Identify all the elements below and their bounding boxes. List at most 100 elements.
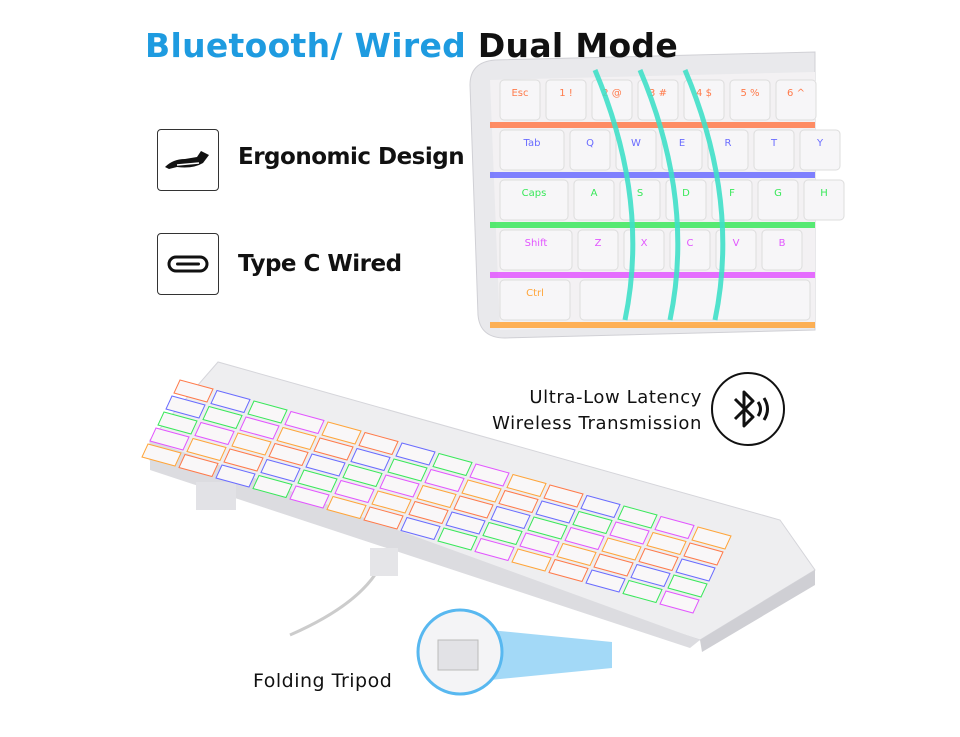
keycap xyxy=(573,179,615,221)
keycap xyxy=(186,437,227,462)
backlight-strip xyxy=(490,322,815,328)
keycap xyxy=(379,474,420,498)
keycap xyxy=(424,468,465,493)
keycap xyxy=(400,516,441,541)
keycap xyxy=(499,279,571,321)
keyboard-foot xyxy=(196,482,236,510)
keycap xyxy=(350,447,391,472)
keycap xyxy=(334,479,375,504)
keycap xyxy=(313,437,354,461)
keycap xyxy=(268,442,309,467)
keycap xyxy=(252,474,293,499)
keycap xyxy=(469,463,510,487)
keycap xyxy=(141,443,182,467)
headline-blue: Bluetooth/ Wired xyxy=(145,26,467,65)
feature-label-type-c: Type C Wired xyxy=(238,251,402,277)
keycap xyxy=(579,279,811,321)
keycap xyxy=(543,484,584,508)
keycap xyxy=(276,426,317,451)
keycap xyxy=(416,484,457,509)
backlight-strip xyxy=(490,222,815,228)
keycap xyxy=(661,129,703,171)
keycap xyxy=(223,448,264,472)
keycap xyxy=(799,129,841,171)
keycap xyxy=(577,229,619,271)
keycap-legend: 5 % xyxy=(740,88,759,99)
keycap xyxy=(617,505,658,529)
keycap xyxy=(321,421,362,445)
keycap xyxy=(326,495,367,520)
keycap xyxy=(260,458,301,483)
wireless-wave xyxy=(592,69,636,321)
keycap xyxy=(601,537,642,561)
keycap xyxy=(437,527,478,551)
keycap xyxy=(408,500,449,525)
keycap xyxy=(247,400,288,424)
keycap xyxy=(675,558,716,582)
keycap xyxy=(482,521,523,546)
keycap-legend: C xyxy=(687,238,694,249)
keycap-legend: G xyxy=(774,188,782,199)
keycap xyxy=(545,79,587,121)
keycap-legend: Y xyxy=(816,138,824,149)
keycap xyxy=(284,410,325,435)
keycap xyxy=(231,432,272,456)
keycap xyxy=(490,505,531,530)
keycap-legend: Z xyxy=(595,238,602,249)
keycap xyxy=(453,495,494,519)
keycap xyxy=(519,532,560,556)
keycap xyxy=(757,179,799,221)
keycap xyxy=(202,405,243,430)
keycap xyxy=(593,553,634,577)
keycap-legend: Tab xyxy=(523,138,541,149)
keycap xyxy=(432,452,473,477)
keycap-legend: X xyxy=(641,238,648,249)
keycap xyxy=(775,79,817,121)
keycap-legend: 4 $ xyxy=(696,88,712,99)
keycap xyxy=(638,547,679,572)
wireless-wave xyxy=(637,69,681,321)
keycap-legend: D xyxy=(682,188,690,199)
keycap xyxy=(371,490,412,514)
keycap xyxy=(149,427,190,451)
keycap xyxy=(194,421,235,446)
keycap xyxy=(715,229,757,271)
wireless-line-2: Wireless Transmission xyxy=(492,413,702,434)
keycap xyxy=(461,479,502,503)
keycap-legend: S xyxy=(637,188,643,199)
keycap xyxy=(569,129,611,171)
headline-black: Dual Mode xyxy=(477,26,679,65)
keycap-legend: A xyxy=(591,188,598,199)
keycap-legend: 6 ^ xyxy=(787,88,805,99)
keycap xyxy=(667,574,708,598)
keycap xyxy=(622,579,663,604)
keycap xyxy=(363,506,404,530)
keycap xyxy=(683,542,724,566)
keycap xyxy=(157,411,198,435)
keycap xyxy=(499,129,565,171)
keycap xyxy=(387,458,428,482)
keycap xyxy=(527,516,568,540)
keycap xyxy=(753,129,795,171)
tripod-closeup xyxy=(437,639,479,671)
keycap xyxy=(585,569,626,593)
keycap xyxy=(659,590,700,614)
keycap-legend: Esc xyxy=(511,88,528,99)
keycap-legend: 2 @ xyxy=(602,88,622,99)
feature-label-ergonomic: Ergonomic Design xyxy=(238,144,465,170)
bluetooth-icon xyxy=(711,372,785,446)
keycap xyxy=(395,442,436,466)
keycap-legend: F xyxy=(729,188,735,199)
keycap xyxy=(305,453,346,477)
keycap-legend: Ctrl xyxy=(526,288,544,299)
keycap xyxy=(297,469,338,493)
keycap-legend: B xyxy=(779,238,786,249)
keycap-legend: 1 ! xyxy=(559,88,573,99)
keycap-legend: H xyxy=(820,188,828,199)
wireless-line-1: Ultra-Low Latency xyxy=(529,387,702,408)
keycap xyxy=(178,453,219,478)
keycap xyxy=(654,515,695,540)
keycap xyxy=(564,526,605,551)
ergonomic-hand-icon xyxy=(157,129,219,191)
